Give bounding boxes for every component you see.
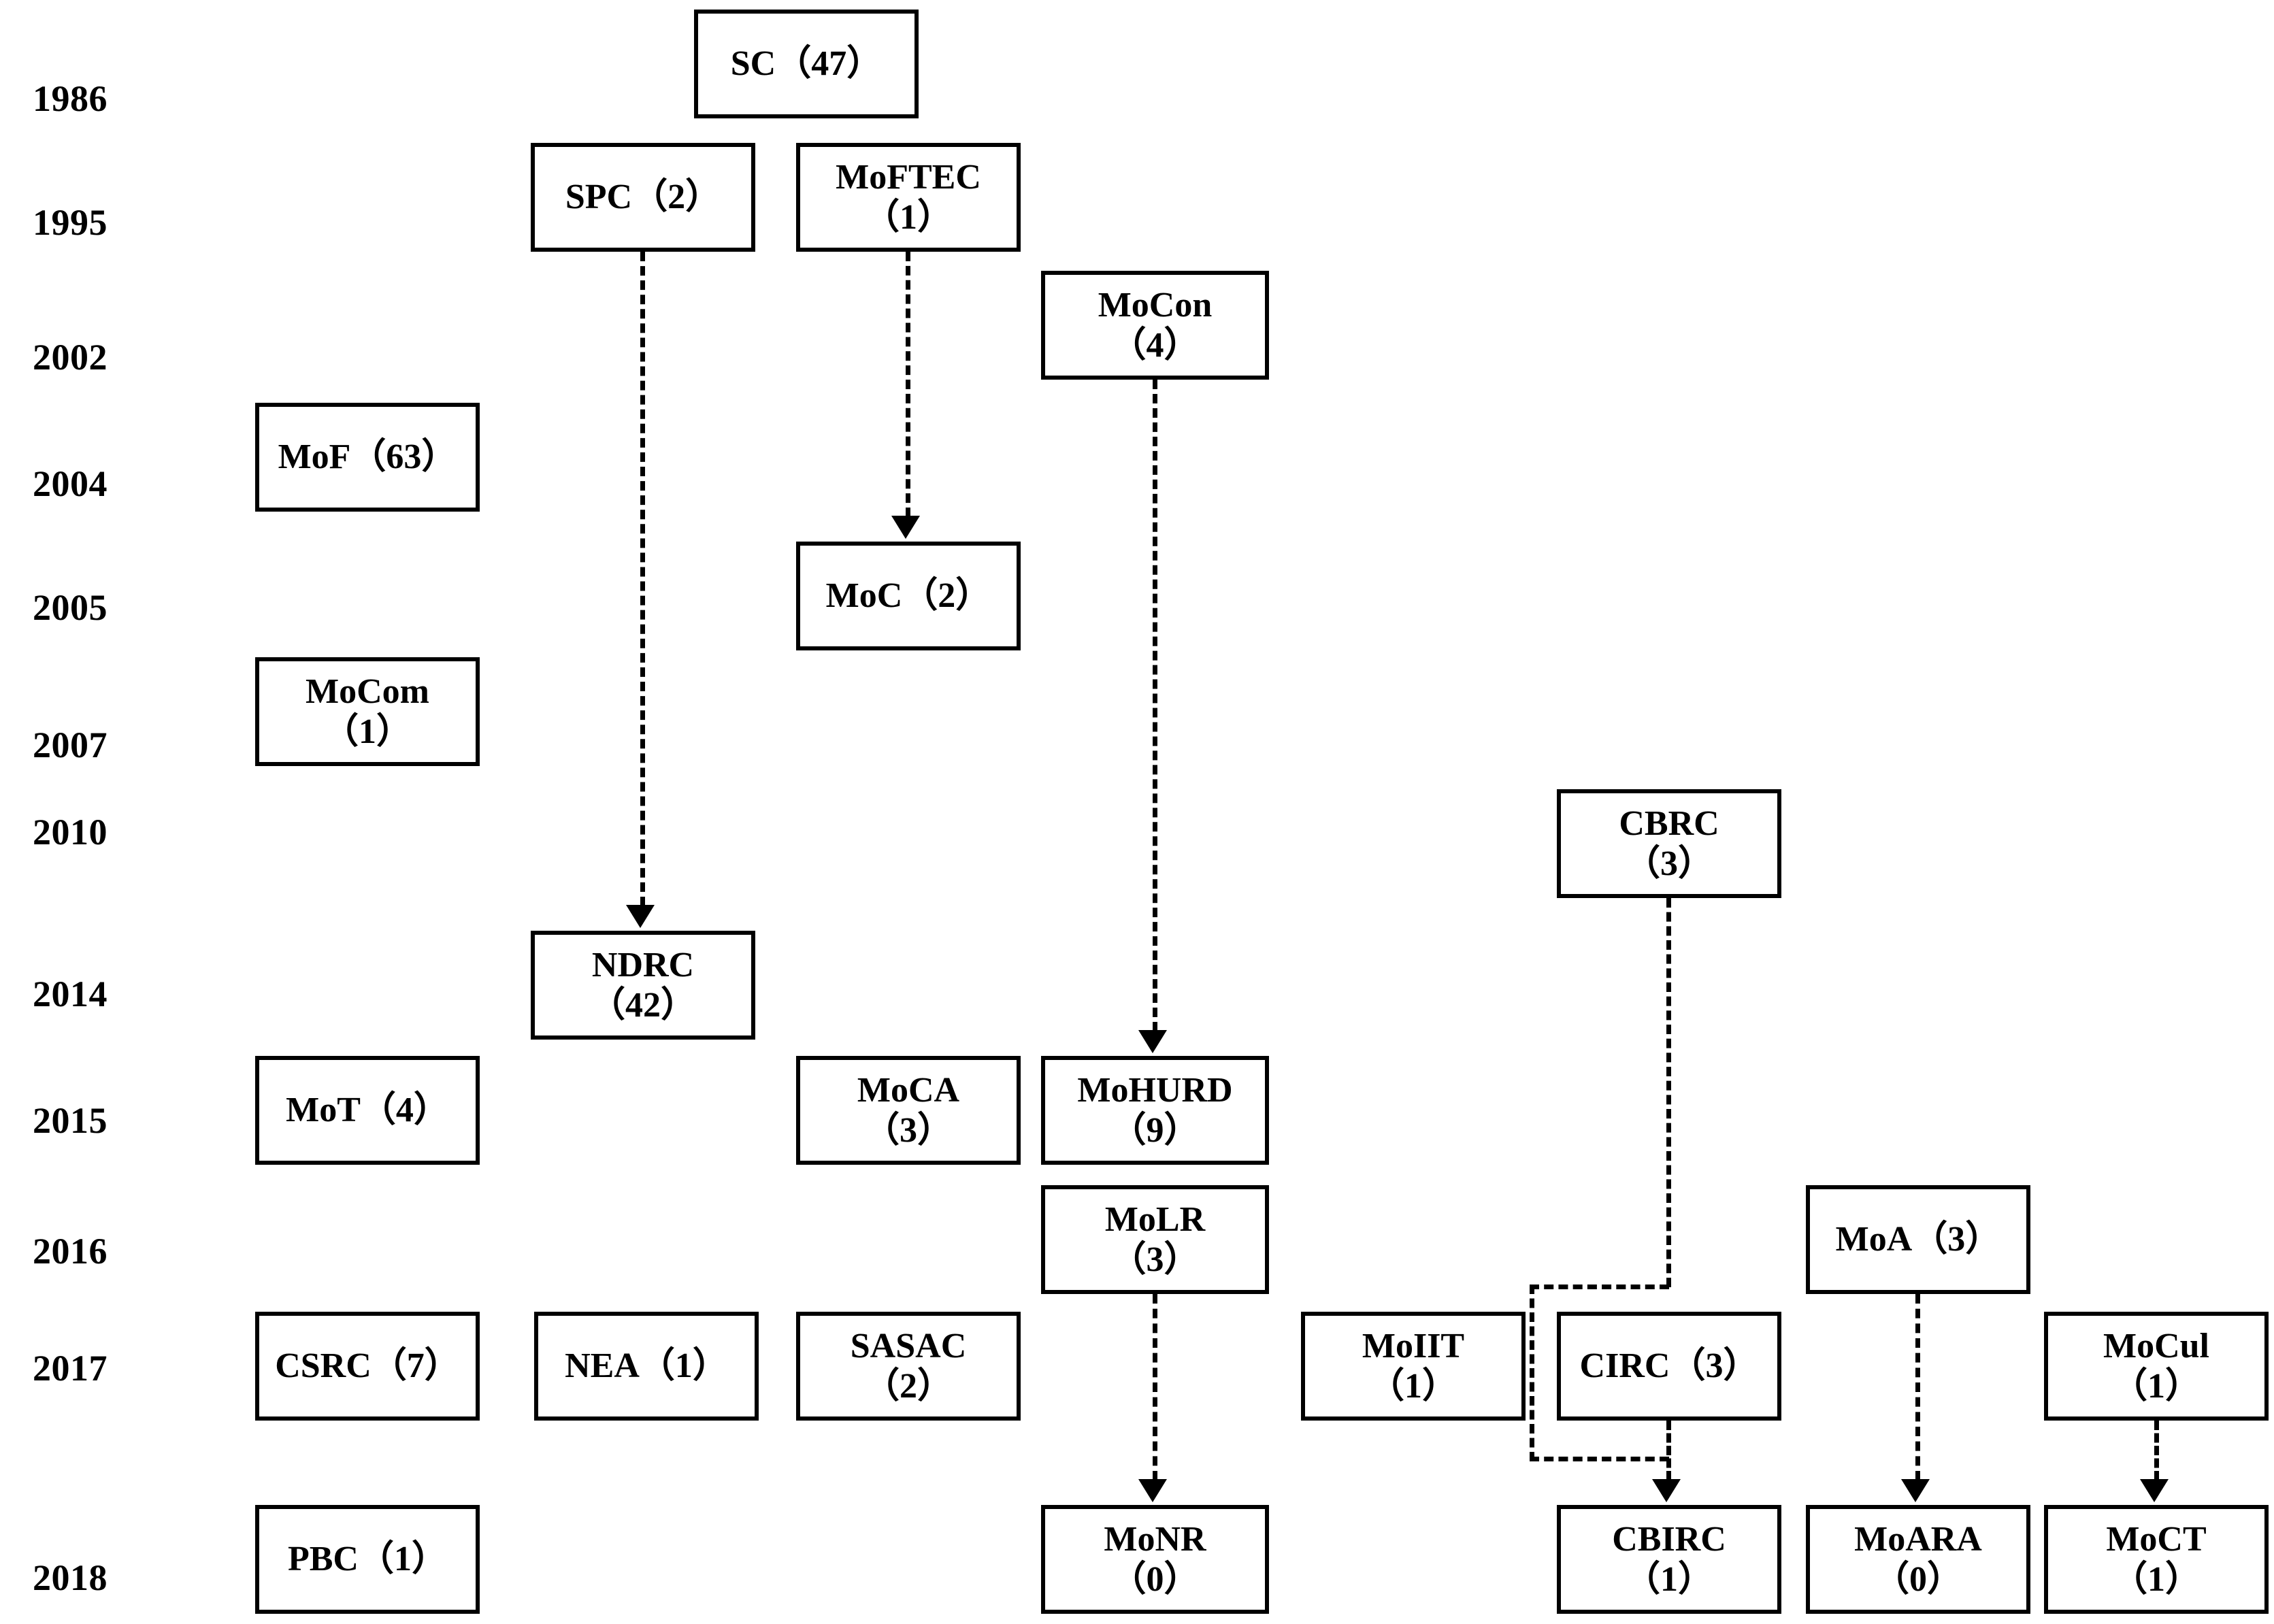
- node-circ-line1: CIRC（3）: [1579, 1346, 1759, 1386]
- arrowhead-circ-to-cbirc: [1652, 1479, 1681, 1502]
- year-label-2018: 2018: [33, 1557, 108, 1598]
- node-cbirc-line1: CBIRC: [1612, 1519, 1726, 1559]
- connector-cbrc-down: [1666, 898, 1671, 1287]
- node-mot[interactable]: MoT（4）: [255, 1056, 480, 1165]
- node-moct[interactable]: MoCT （1）: [2044, 1505, 2269, 1614]
- node-mocul[interactable]: MoCul （1）: [2044, 1312, 2269, 1421]
- arrowhead-mocul-to-moct: [2140, 1479, 2169, 1502]
- node-sasac-line1: SASAC: [850, 1326, 967, 1365]
- node-mocom[interactable]: MoCom （1）: [255, 657, 480, 766]
- arrowhead-moftec-to-moc: [891, 516, 920, 539]
- node-cbrc[interactable]: CBRC （3）: [1557, 789, 1781, 898]
- node-mohurd-line1: MoHURD: [1077, 1070, 1233, 1110]
- year-label-2017: 2017: [33, 1348, 108, 1389]
- node-moct-line2: （1）: [2111, 1560, 2201, 1599]
- node-ndrc-line1: NDRC: [591, 945, 695, 984]
- node-mof[interactable]: MoF（63）: [255, 403, 480, 512]
- year-label-2010: 2010: [33, 812, 108, 852]
- connector-moftec-to-moc: [906, 252, 910, 517]
- node-pbc[interactable]: PBC（1）: [255, 1505, 480, 1614]
- year-label-2016: 2016: [33, 1231, 108, 1272]
- arrowhead-molr-to-monr: [1138, 1479, 1167, 1502]
- node-mohurd[interactable]: MoHURD （9）: [1041, 1056, 1269, 1165]
- year-label-2007: 2007: [33, 725, 108, 765]
- node-mocon[interactable]: MoCon （4）: [1041, 271, 1269, 380]
- node-moara-line2: （0）: [1873, 1560, 1962, 1599]
- node-moara-line1: MoARA: [1854, 1519, 1982, 1559]
- year-label-1995: 1995: [33, 202, 108, 243]
- year-label-2015: 2015: [33, 1100, 108, 1141]
- connector-moa-to-moara: [1915, 1294, 1920, 1480]
- merge-bracket-cbrc-circ: [1530, 1285, 1669, 1461]
- year-label-2002: 2002: [33, 337, 108, 378]
- node-moiit-line2: （1）: [1368, 1367, 1457, 1406]
- node-molr-line2: （3）: [1110, 1240, 1200, 1279]
- node-monr-line1: MoNR: [1104, 1519, 1206, 1559]
- node-mocom-line2: （1）: [323, 712, 412, 751]
- node-sc[interactable]: SC（47）: [694, 10, 919, 118]
- node-csrc-line1: CSRC（7）: [275, 1346, 460, 1386]
- node-moa-line1: MoA（3）: [1835, 1220, 2001, 1259]
- node-moca-line2: （3）: [863, 1111, 953, 1150]
- node-moftec-line1: MoFTEC: [836, 157, 981, 197]
- node-sasac-line2: （2）: [863, 1367, 953, 1406]
- year-label-2014: 2014: [33, 974, 108, 1014]
- connector-circ-to-cbirc: [1666, 1421, 1671, 1480]
- arrowhead-moa-to-moara: [1901, 1479, 1930, 1502]
- node-cbrc-line2: （3）: [1624, 844, 1713, 883]
- node-mot-line1: MoT（4）: [286, 1091, 449, 1130]
- node-moiit[interactable]: MoIIT （1）: [1301, 1312, 1526, 1421]
- node-moca[interactable]: MoCA （3）: [796, 1056, 1021, 1165]
- node-moca-line1: MoCA: [857, 1070, 960, 1110]
- node-molr[interactable]: MoLR （3）: [1041, 1185, 1269, 1294]
- node-mof-line1: MoF（63）: [278, 437, 457, 477]
- node-moa[interactable]: MoA（3）: [1806, 1185, 2030, 1294]
- node-mocul-line1: MoCul: [2103, 1326, 2209, 1365]
- node-mocul-line2: （1）: [2111, 1367, 2201, 1406]
- node-csrc[interactable]: CSRC（7）: [255, 1312, 480, 1421]
- node-sasac[interactable]: SASAC （2）: [796, 1312, 1021, 1421]
- node-pbc-line1: PBC（1）: [287, 1540, 447, 1579]
- node-moftec-line2: （1）: [863, 198, 953, 237]
- node-spc[interactable]: SPC（2）: [531, 143, 755, 252]
- node-mocom-line1: MoCom: [306, 672, 429, 711]
- year-label-2004: 2004: [33, 463, 108, 504]
- arrowhead-spc-to-ndrc: [626, 905, 655, 928]
- connector-molr-to-monr: [1153, 1294, 1157, 1480]
- node-mocon-line2: （4）: [1110, 326, 1200, 365]
- node-moc[interactable]: MoC（2）: [796, 542, 1021, 650]
- year-label-2005: 2005: [33, 587, 108, 628]
- node-spc-line1: SPC（2）: [565, 178, 721, 217]
- node-molr-line1: MoLR: [1104, 1199, 1206, 1239]
- node-cbrc-line1: CBRC: [1619, 803, 1719, 843]
- node-mocon-line1: MoCon: [1098, 285, 1213, 325]
- year-label-1986: 1986: [33, 78, 108, 119]
- node-moc-line1: MoC（2）: [825, 576, 991, 616]
- arrowhead-mocon-to-mohurd: [1138, 1030, 1167, 1053]
- node-monr[interactable]: MoNR （0）: [1041, 1505, 1269, 1614]
- node-nea[interactable]: NEA（1）: [534, 1312, 759, 1421]
- node-moftec[interactable]: MoFTEC （1）: [796, 143, 1021, 252]
- node-monr-line2: （0）: [1110, 1560, 1200, 1599]
- node-moct-line1: MoCT: [2106, 1519, 2207, 1559]
- connector-mocul-to-moct: [2154, 1421, 2159, 1480]
- node-moara[interactable]: MoARA （0）: [1806, 1505, 2030, 1614]
- node-ndrc[interactable]: NDRC （42）: [531, 931, 755, 1040]
- node-nea-line1: NEA（1）: [565, 1346, 728, 1386]
- node-cbirc-line2: （1）: [1624, 1560, 1713, 1599]
- node-mohurd-line2: （9）: [1110, 1111, 1200, 1150]
- node-sc-line1: SC（47）: [730, 44, 883, 84]
- node-circ[interactable]: CIRC（3）: [1557, 1312, 1781, 1421]
- node-ndrc-line2: （42）: [589, 986, 696, 1025]
- node-cbirc[interactable]: CBIRC （1）: [1557, 1505, 1781, 1614]
- connector-spc-to-ndrc: [640, 252, 645, 906]
- connector-mocon-to-mohurd: [1153, 380, 1157, 1031]
- node-moiit-line1: MoIIT: [1362, 1326, 1465, 1365]
